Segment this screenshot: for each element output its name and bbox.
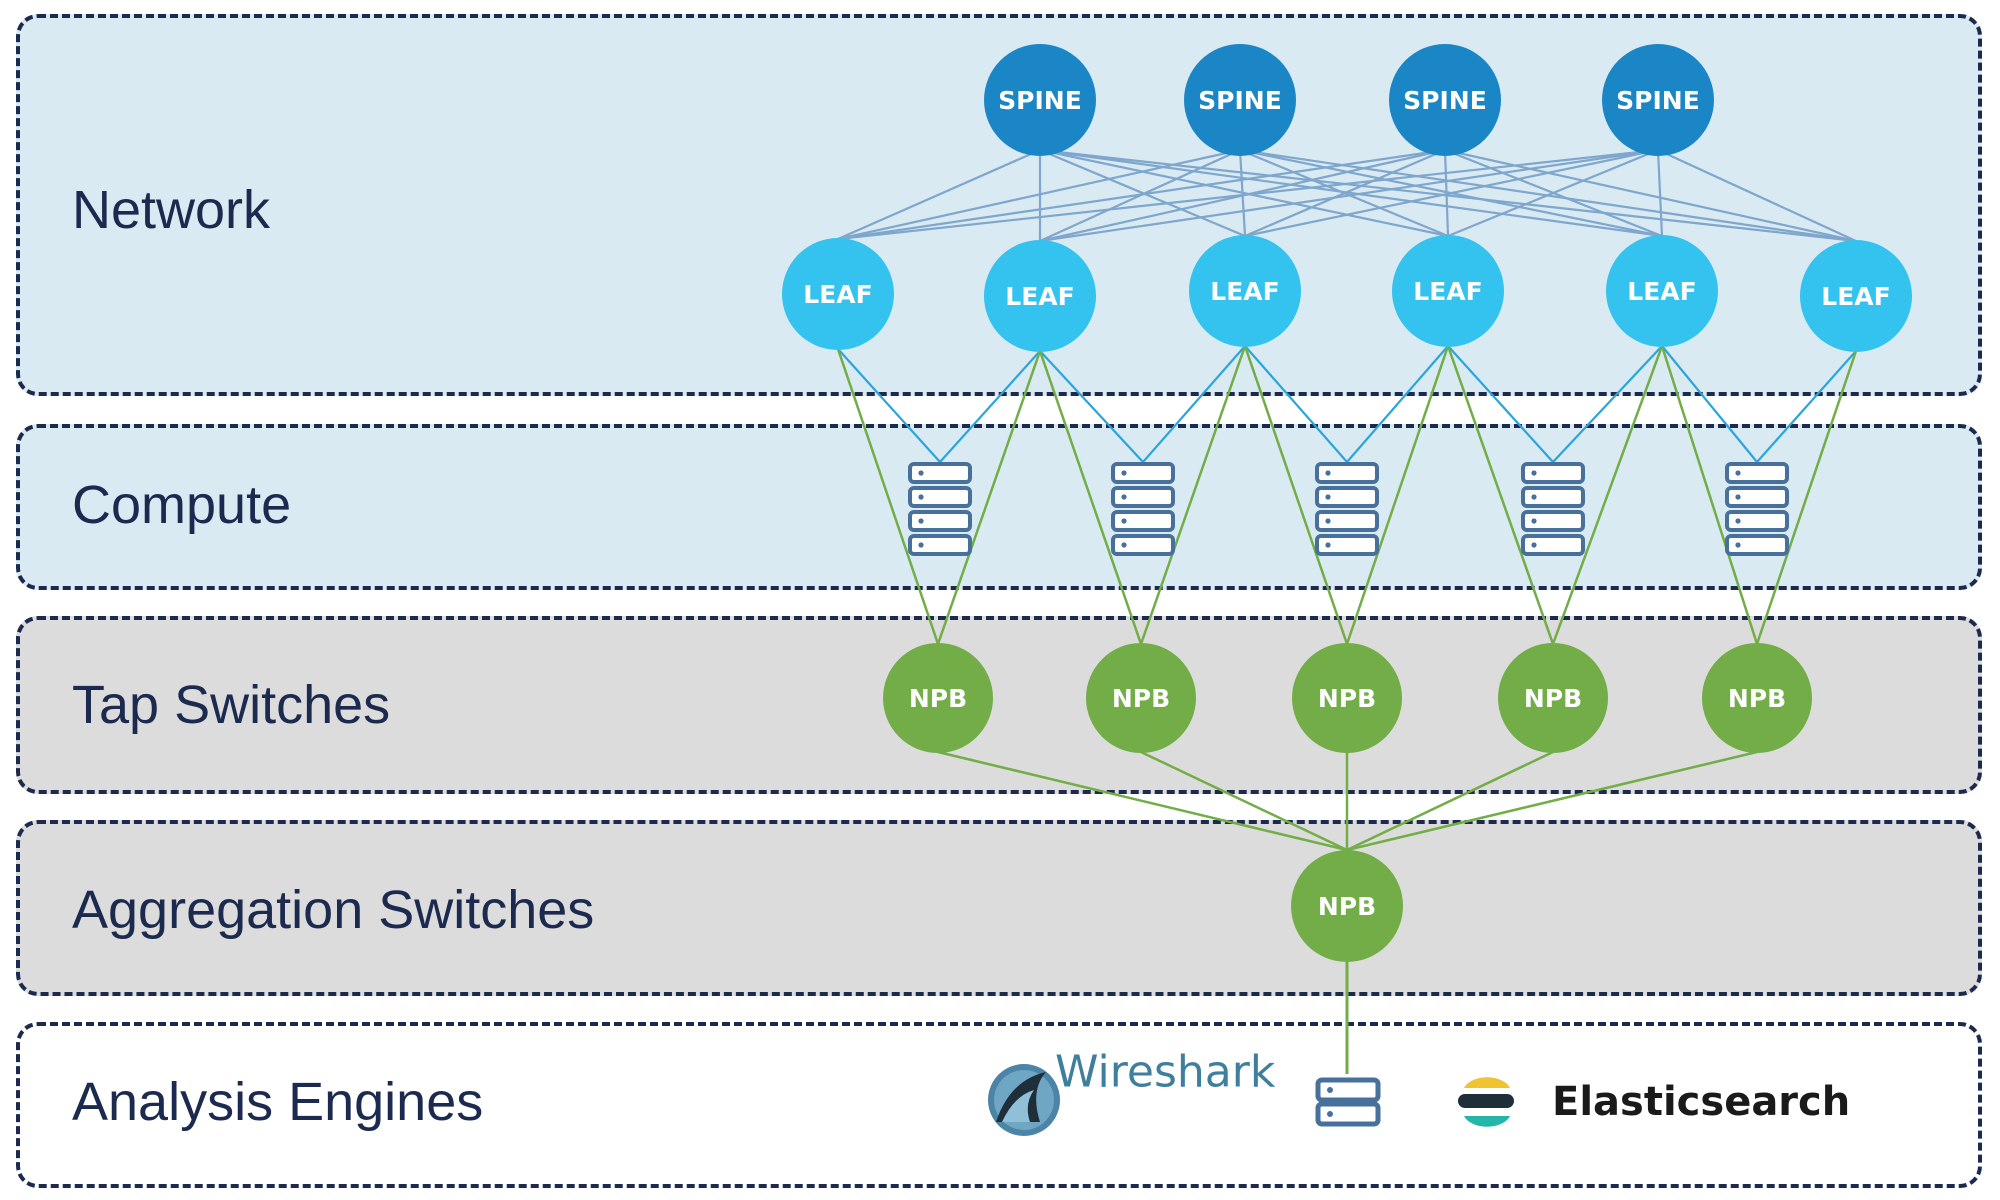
spine-node-label: SPINE xyxy=(1616,86,1700,115)
spine-leaf-link xyxy=(837,148,1659,241)
tap-npb-node-label: NPB xyxy=(1318,684,1376,713)
leaf-npb-link xyxy=(1139,345,1247,645)
leaf-server-link xyxy=(1346,345,1449,463)
leaf-npb-link xyxy=(1551,345,1664,645)
tap-switches-band xyxy=(16,616,1982,794)
compute-servers xyxy=(908,462,1789,556)
tap-switches-label: Tap Switches xyxy=(72,675,391,735)
leaf-npb-link xyxy=(1446,345,1555,645)
leaf-npb-link xyxy=(1243,345,1349,645)
spine-node: SPINE xyxy=(984,44,1096,156)
leaf-node: LEAF xyxy=(1189,235,1301,347)
leaf-node-label: LEAF xyxy=(1413,277,1482,306)
leaf-server-link xyxy=(1552,345,1663,463)
leaf-node: LEAF xyxy=(1606,235,1718,347)
spine-node-label: SPINE xyxy=(998,86,1082,115)
spine-leaf-link xyxy=(837,148,1446,241)
spine-leaf-link xyxy=(1656,149,1664,237)
tap-npb-node-label: NPB xyxy=(1112,684,1170,713)
leaf-server-links xyxy=(837,345,1857,463)
spine-leaf-link xyxy=(1447,148,1659,238)
server-rack-icon xyxy=(1521,462,1585,556)
leaf-server-link xyxy=(1244,345,1348,463)
leaf-npb-links xyxy=(836,345,1858,645)
compute-band xyxy=(16,424,1982,590)
leaf-node: LEAF xyxy=(1800,240,1912,352)
spine-leaf-links xyxy=(837,148,1857,243)
tap-npb-node: NPB xyxy=(883,643,993,753)
aggregation-npb-node-label: NPB xyxy=(1318,892,1376,921)
spine-leaf-link xyxy=(837,148,1241,241)
leaf-server-link xyxy=(1142,345,1246,463)
spine-leaf-link xyxy=(1244,148,1446,238)
server-rack-icon xyxy=(1315,462,1379,556)
leaf-node: LEAF xyxy=(984,240,1096,352)
spine-node: SPINE xyxy=(1184,44,1296,156)
spine-leaf-link xyxy=(1039,148,1246,238)
npb-aggregation-links xyxy=(937,750,1758,1074)
leaf-npb-link xyxy=(1660,345,1759,645)
tap-npb-node-label: NPB xyxy=(1728,684,1786,713)
npb-aggregation-link xyxy=(937,750,1348,852)
spine-leaf-link xyxy=(1244,148,1659,238)
analysis-engines-label: Analysis Engines xyxy=(72,1072,484,1132)
leaf-node-label: LEAF xyxy=(1210,277,1279,306)
leaf-server-link xyxy=(1447,345,1554,463)
leaf-npb-link xyxy=(836,348,940,645)
spine-leaf-link xyxy=(1039,148,1449,238)
tap-npb-node: NPB xyxy=(1702,643,1812,753)
leaf-server-link xyxy=(1756,350,1857,463)
leaf-server-link xyxy=(939,350,1041,463)
tap-npb-node: NPB xyxy=(1086,643,1196,753)
analysis-server-icon xyxy=(1315,1077,1381,1127)
leaf-node: LEAF xyxy=(782,238,894,350)
compute-label: Compute xyxy=(72,475,292,535)
server-rack-icon xyxy=(1111,462,1175,556)
leaf-npb-link xyxy=(1755,350,1858,645)
tap-npb-node: NPB xyxy=(1292,643,1402,753)
leaf-server-link xyxy=(1661,345,1758,463)
spine-node-label: SPINE xyxy=(1403,86,1487,115)
wireshark-label: Wireshark xyxy=(1055,1046,1276,1098)
network-label: Network xyxy=(72,180,271,240)
leaf-node-label: LEAF xyxy=(1005,282,1074,311)
switch-nodes: SPINE SPINE SPINE SPINE LEAF LEAF LEAF LEAF LEAF… xyxy=(782,44,1912,962)
leaf-node: LEAF xyxy=(1392,235,1504,347)
leaf-node-label: LEAF xyxy=(803,280,872,309)
leaf-npb-link xyxy=(1345,345,1450,645)
tap-npb-node-label: NPB xyxy=(1524,684,1582,713)
aggregation-npb-node: NPB xyxy=(1291,850,1403,962)
aggregation-switches-band xyxy=(16,820,1982,996)
tap-npb-node-label: NPB xyxy=(909,684,967,713)
spine-leaf-link xyxy=(1657,149,1857,242)
server-rack-icon xyxy=(1725,462,1789,556)
leaf-npb-link xyxy=(936,350,1042,645)
leaf-server-link xyxy=(837,348,941,463)
leaf-node-label: LEAF xyxy=(1821,282,1890,311)
spine-leaf-link xyxy=(1444,148,1857,243)
spine-leaf-link xyxy=(1039,148,1659,243)
npb-aggregation-link xyxy=(1346,750,1758,852)
elasticsearch-label: Elasticsearch xyxy=(1552,1079,1851,1125)
tap-npb-node: NPB xyxy=(1498,643,1608,753)
leaf-server-link xyxy=(1039,350,1144,463)
spine-leaf-link xyxy=(1039,148,1663,238)
elasticsearch-logo-icon xyxy=(1458,1077,1514,1127)
spine-node: SPINE xyxy=(1602,44,1714,156)
aggregation-switches-label: Aggregation Switches xyxy=(72,880,595,940)
spine-node: SPINE xyxy=(1389,44,1501,156)
npb-aggregation-link xyxy=(1140,750,1348,852)
leaf-npb-link xyxy=(1038,350,1143,645)
npb-aggregation-link xyxy=(1346,750,1554,852)
spine-node-label: SPINE xyxy=(1198,86,1282,115)
wireshark-logo-icon xyxy=(988,1064,1060,1136)
server-rack-icon xyxy=(908,462,972,556)
spine-leaf-link xyxy=(837,148,1041,241)
leaf-node-label: LEAF xyxy=(1627,277,1696,306)
spine-leaf-link xyxy=(1238,149,1247,237)
